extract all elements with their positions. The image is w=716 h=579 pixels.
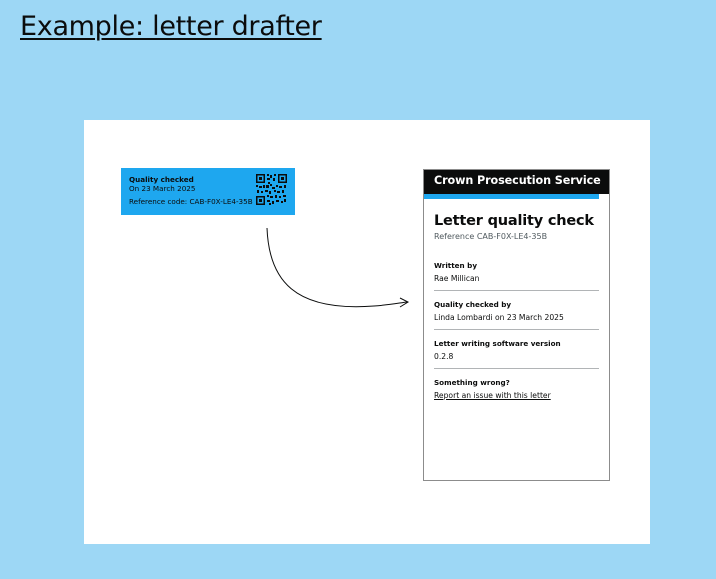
row-label: Written by — [434, 261, 478, 270]
report-issue-link[interactable]: Report an issue with this letter — [434, 391, 551, 400]
stamp-reference: Reference code: CAB-F0X-LE4-35B — [129, 197, 253, 206]
qr-code-icon — [256, 174, 287, 205]
something-wrong-row: Something wrong? Report an issue with th… — [434, 369, 599, 407]
card-header: Crown Prosecution Service — [424, 170, 609, 194]
row-value: 0.2.8 — [434, 352, 454, 361]
written-by-row: Written by Rae Millican — [434, 252, 599, 291]
row-label: Letter writing software version — [434, 339, 561, 348]
stamp-date: On 23 March 2025 — [129, 184, 196, 193]
example-canvas: Quality checked On 23 March 2025 Referen… — [84, 120, 650, 544]
quality-checked-by-row: Quality checked by Linda Lombardi on 23 … — [434, 291, 599, 330]
card-title: Letter quality check — [434, 213, 594, 229]
card-reference: Reference CAB-F0X-LE4-35B — [434, 232, 548, 241]
stamp-title: Quality checked — [129, 175, 194, 184]
quality-stamp: Quality checked On 23 March 2025 Referen… — [121, 168, 295, 215]
row-label: Quality checked by — [434, 300, 512, 309]
row-value: Rae Millican — [434, 274, 480, 283]
row-label: Something wrong? — [434, 378, 510, 387]
quality-check-card: Crown Prosecution Service Letter quality… — [423, 169, 610, 481]
page-title: Example: letter drafter — [20, 11, 322, 42]
row-value: Linda Lombardi on 23 March 2025 — [434, 313, 564, 322]
card-body: Letter quality check Reference CAB-F0X-L… — [424, 199, 609, 407]
software-version-row: Letter writing software version 0.2.8 — [434, 330, 599, 369]
header-accent-bar — [424, 194, 599, 199]
